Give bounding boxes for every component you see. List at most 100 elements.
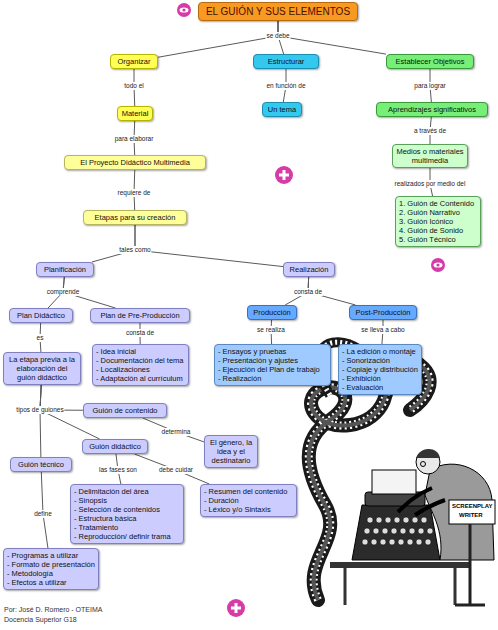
concept-box: Guión de contenido — [83, 403, 167, 418]
linking-phrase: todo el — [123, 82, 145, 90]
node-text: 5. Guión Técnico — [399, 235, 477, 244]
node-text: - Presentación y ajustes — [218, 356, 327, 365]
node-text: 1. Guión de Contenido — [399, 199, 477, 208]
concept-box: Guión técnico — [10, 457, 72, 472]
node-text: - Ensayos y pruebas — [218, 347, 327, 356]
node-text: - Evaluación — [342, 383, 418, 392]
cartoon-illustration-part — [449, 500, 495, 524]
plus-icon-part — [227, 599, 245, 617]
cartoon-illustration-part-part — [364, 528, 370, 534]
connector-line — [40, 385, 41, 457]
linking-phrase: las fases son — [98, 466, 138, 474]
cartoon-illustration — [309, 342, 495, 605]
concept-box: Post-Producción — [349, 305, 417, 320]
node-text: 3. Guión Icónico — [399, 217, 477, 226]
linking-phrase: en función de — [265, 82, 306, 90]
eye-icon — [177, 3, 191, 17]
cartoon-illustration-part-part — [380, 539, 386, 545]
list-box: - Delimitación del área- Sinopsis- Selec… — [70, 484, 184, 544]
plus-icon-part — [275, 166, 293, 184]
node-text: - Tratamiento — [74, 523, 180, 532]
illustration-caption: WRITER — [459, 512, 483, 518]
node-text: - Exhibición — [342, 374, 418, 383]
plus-icon — [275, 166, 293, 184]
cartoon-illustration-part-part — [371, 539, 377, 545]
cartoon-illustration-part-part — [421, 517, 427, 523]
node-text: EL GUIÓN Y SUS ELEMENTOS — [202, 5, 354, 18]
node-text: El género, la idea y el destinatario — [208, 438, 254, 465]
concept-box: Establecer Objetivos — [386, 54, 474, 69]
node-text: Planificación — [40, 265, 90, 274]
linking-phrase: se debe — [265, 32, 290, 40]
cartoon-illustration-part-part — [389, 539, 395, 545]
connector-line — [278, 21, 386, 54]
cartoon-illustration-part — [455, 524, 485, 605]
linking-phrase: tipos de guiones — [15, 406, 64, 414]
cartoon-illustration-part-part — [373, 528, 379, 534]
concept-box: Planificación — [36, 262, 94, 277]
cartoon-illustration-part-part — [407, 539, 413, 545]
concept-box: Producción — [247, 305, 297, 320]
node-text: - Léxico y/o Sintaxis — [204, 505, 293, 514]
node-text: - Sonorización — [342, 356, 418, 365]
list-box: 1. Guión de Contenido2. Guión Narrativo3… — [395, 196, 481, 247]
linking-phrase: determina — [161, 428, 192, 436]
cartoon-illustration-part — [345, 568, 455, 605]
cartoon-illustration-part — [421, 462, 426, 467]
eye-icon-part — [431, 258, 445, 272]
concept-box: Realización — [283, 262, 335, 277]
node-text: - Realización — [218, 374, 327, 383]
cartoon-illustration-part-part — [425, 539, 431, 545]
cartoon-illustration-part — [352, 505, 440, 560]
eye-icon-part — [434, 262, 443, 267]
linking-phrase: define — [33, 510, 53, 518]
cartoon-illustration-part-part — [427, 528, 433, 534]
linking-phrase: para elaborar — [114, 135, 155, 143]
cartoon-illustration-part — [372, 470, 416, 494]
connector-line — [158, 21, 278, 57]
node-text: Organizar — [114, 57, 154, 66]
node-text: - Formato de presentación — [7, 560, 95, 569]
node-text: - Documentación del tema — [96, 356, 185, 365]
cartoon-illustration-part-part — [367, 517, 373, 523]
node-text: Establecer Objetivos — [390, 57, 470, 66]
linking-phrase: consta de — [125, 329, 155, 337]
node-text: Aprendizajes significativos — [380, 105, 484, 114]
node-text: Etapas para su creación — [87, 213, 183, 222]
concept-box: La etapa previa a la elaboración del gui… — [3, 352, 81, 385]
eye-icon-part — [180, 7, 189, 12]
node-text: - Localizaciones — [96, 365, 185, 374]
node-text: Medios o materiales multimedia — [396, 147, 464, 165]
linking-phrase: comprende — [46, 288, 81, 296]
node-text: El Proyecto Didáctico Multimedia — [68, 158, 202, 167]
node-text: Plan de Pre-Producción — [94, 311, 186, 320]
node-text: - Copiaje y distribución — [342, 365, 418, 374]
linking-phrase: a través de — [413, 127, 447, 135]
cartoon-illustration-part-part — [382, 528, 388, 534]
concept-box: El género, la idea y el destinatario — [204, 435, 258, 468]
plus-icon-part — [235, 603, 238, 613]
eye-icon-part — [182, 8, 185, 11]
eye-icon — [431, 258, 445, 272]
linking-phrase: requiere de — [117, 189, 152, 197]
cartoon-illustration-part — [416, 449, 440, 458]
list-box: - Resumen del contenido- Duración- Léxic… — [200, 484, 297, 517]
plus-icon-part — [283, 170, 286, 180]
list-box: - Programas a utilizar- Formato de prese… — [3, 548, 99, 590]
cartoon-illustration-part-part — [403, 517, 409, 523]
concept-box: Aprendizajes significativos — [376, 102, 488, 117]
cartoon-illustration-part-part — [391, 528, 397, 534]
cartoon-illustration-part — [398, 488, 445, 515]
node-text: Producción — [251, 308, 293, 317]
illustration-caption: SCREENPLAY — [452, 503, 492, 509]
node-text: Post-Producción — [353, 308, 413, 317]
cartoon-illustration-part — [362, 517, 433, 545]
node-text: - La edición o montaje — [342, 347, 418, 356]
list-box: - Ensayos y pruebas- Presentación y ajus… — [214, 344, 331, 386]
connector-line — [92, 225, 135, 262]
concept-box: Estructurar — [253, 54, 319, 69]
node-text: - Efectos a utilizar — [7, 578, 95, 587]
author-credit: Por: José D. Romero - OTEIMA — [4, 606, 102, 613]
node-text: - Delimitación del área — [74, 487, 180, 496]
